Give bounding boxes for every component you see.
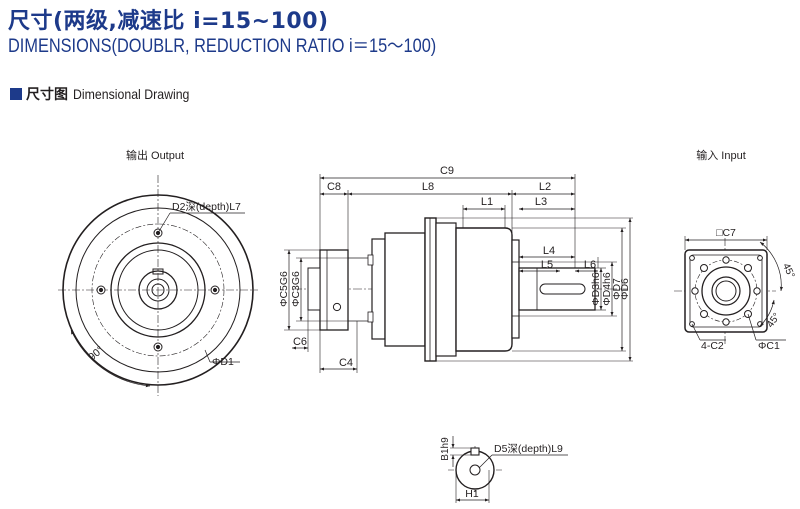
label-c3g6: ΦC3G6 — [290, 271, 302, 307]
shaft-section-view: B1h9 D5深(depth)L9 H1 — [440, 436, 568, 503]
label-c1: ΦC1 — [758, 340, 780, 352]
input-caption: 输入 Input — [696, 148, 746, 162]
side-view: C9 C8 L8 L2 L1 L3 L4 L5 L6 ΦC5G6 ΦC3G6 Φ… — [278, 165, 633, 373]
label-d3h6: ΦD3h6 — [590, 272, 602, 306]
label-angle-90: 90° — [86, 344, 106, 363]
label-l6: L6 — [584, 259, 596, 271]
label-angle-45-top: 45° — [780, 262, 796, 280]
label-angle-45-bottom: 45° — [765, 311, 783, 330]
label-c2: 4-C2 — [701, 340, 724, 352]
page-title-en: DIMENSIONS(DOUBLR, REDUCTION RATIO i＝15～… — [8, 36, 437, 57]
label-l2: L2 — [539, 181, 551, 193]
label-l3: L3 — [535, 196, 547, 208]
label-d1: ΦD1 — [212, 356, 234, 368]
label-l4: L4 — [543, 245, 555, 257]
label-l5: L5 — [541, 259, 553, 271]
label-b1h9: B1h9 — [440, 437, 451, 461]
label-d6: ΦD6 — [619, 278, 631, 300]
label-l1: L1 — [481, 196, 493, 208]
label-d4h6: ΦD4h6 — [601, 272, 613, 306]
label-c8: C8 — [327, 181, 341, 193]
label-c6: C6 — [293, 336, 307, 348]
label-d2-depth-l7: D2深(depth)L7 — [172, 201, 241, 213]
label-d5-depth-l9: D5深(depth)L9 — [494, 443, 563, 455]
label-h1: H1 — [465, 488, 479, 500]
label-c5g6: ΦC5G6 — [278, 271, 290, 307]
label-c7: □C7 — [716, 227, 736, 239]
output-caption: 输出 Output — [126, 148, 184, 162]
page-title-cn: 尺寸(两级,减速比 i=15~100) — [8, 9, 329, 34]
label-l8: L8 — [422, 181, 434, 193]
label-c9: C9 — [440, 165, 454, 177]
input-view: 输入 Input □C7 45° 45° 4-C2 — [674, 148, 796, 352]
section-marker-icon — [10, 88, 22, 100]
label-d7: ΦD7 — [611, 278, 623, 300]
section-heading: 尺寸图 Dimensional Drawing — [10, 86, 205, 103]
section-title-cn: 尺寸图 — [26, 87, 68, 103]
section-title-en: Dimensional Drawing — [73, 86, 190, 102]
output-view: 输出 Output D2深(depth)L7 ΦD1 90° — [58, 148, 258, 396]
label-c4: C4 — [339, 357, 353, 369]
